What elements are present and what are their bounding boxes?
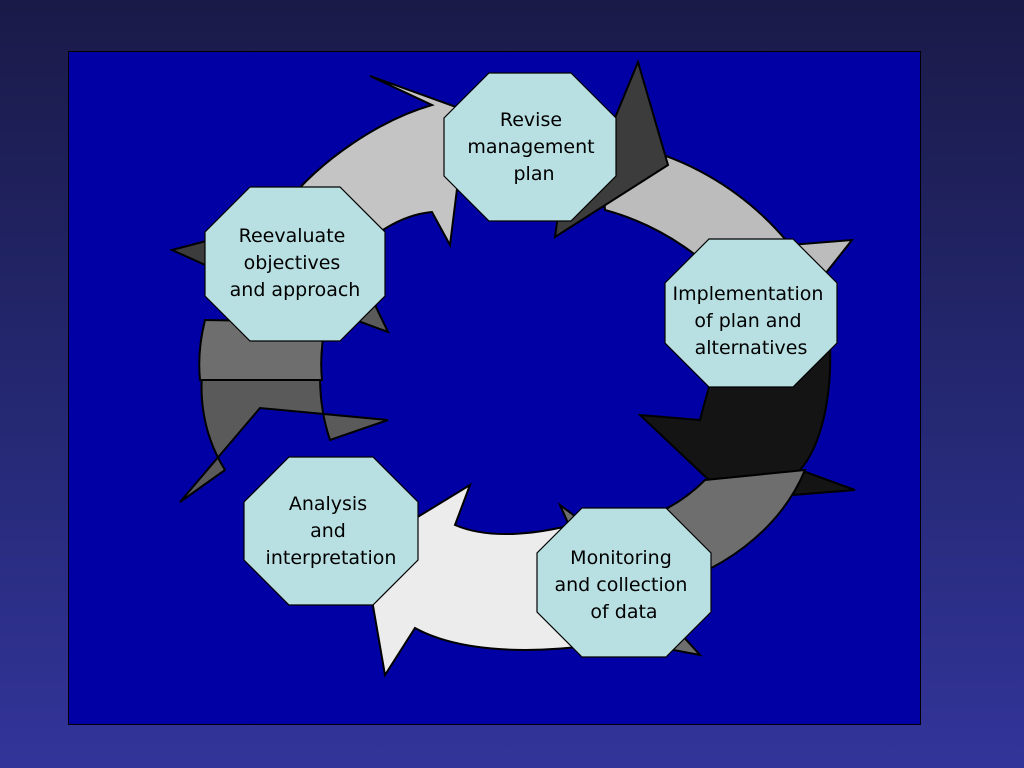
node-reevaluate-line-1: Reevaluate [239, 225, 346, 247]
node-revise: Revise management plan [443, 72, 617, 222]
svg-text:Reevaluate objectives: Reevaluate objectives and approach [230, 225, 361, 301]
node-revise-line-2: management [467, 136, 594, 158]
node-implementation-line-1: Implementation [673, 283, 824, 305]
node-analysis-shape [243, 456, 419, 606]
node-implementation-shape [664, 238, 838, 388]
node-reevaluate: Reevaluate objectives and approach [204, 186, 386, 342]
node-analysis: Analysis and interpretation [243, 456, 419, 606]
svg-text:Revise management: Revise management plan [467, 109, 600, 185]
svg-text:Analysis and i: Analysis and interpretation [266, 493, 397, 569]
node-reevaluate-shape [204, 186, 386, 342]
node-monitoring-line-1: Monitoring [570, 547, 672, 569]
node-implementation-line-2: of plan and [694, 310, 801, 332]
node-revise-line-3: plan [513, 163, 554, 185]
node-revise-line-1: Revise [500, 109, 562, 131]
node-monitoring: Monitoring and collection of data [536, 507, 712, 658]
node-reevaluate-line-3: and approach [230, 279, 361, 301]
svg-text:Implementation of plan: Implementation of plan and alternatives [673, 283, 830, 359]
node-implementation: Implementation of plan and alternatives [664, 238, 838, 388]
node-monitoring-line-2: and collection [555, 574, 688, 596]
node-reevaluate-line-2: objectives [244, 252, 341, 274]
node-implementation-line-3: alternatives [695, 337, 808, 359]
node-monitoring-line-3: of data [590, 601, 657, 623]
node-revise-shape [443, 72, 617, 222]
arrow-monitoring-to-analysis [370, 482, 597, 678]
node-analysis-line-1: Analysis [289, 493, 367, 515]
cycle-nodes: Revise management plan Reevaluate object… [204, 72, 838, 658]
node-analysis-line-3: interpretation [266, 547, 397, 569]
node-analysis-line-2: and [310, 520, 346, 542]
node-monitoring-shape [536, 507, 712, 658]
svg-text:Monitoring and collect: Monitoring and collection of data [555, 547, 694, 623]
